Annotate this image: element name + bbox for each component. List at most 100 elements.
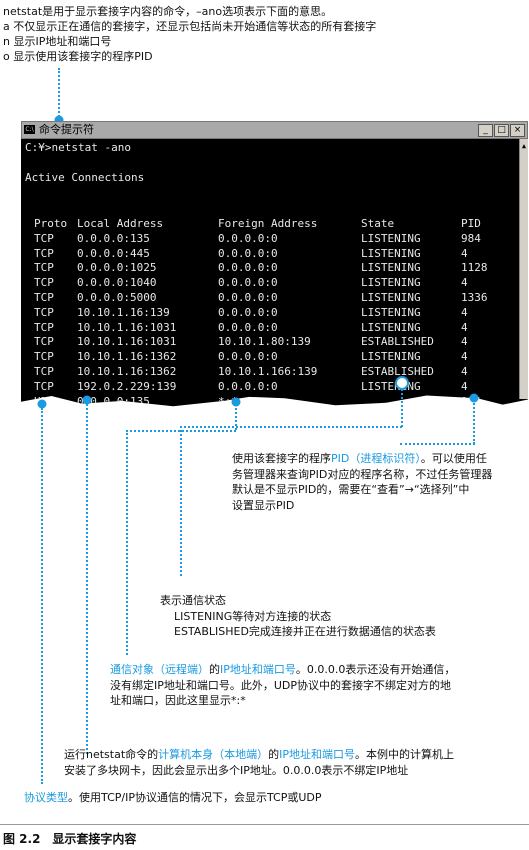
table-header-cell: PID	[461, 217, 481, 230]
scroll-up-arrow-icon[interactable]: ▲	[521, 142, 527, 150]
table-cell: 0.0.0.0:1040	[77, 276, 157, 290]
figure-caption: 图 2.2 显示套接字内容	[3, 832, 137, 846]
console-output: C:¥>netstat -ano Active Connections Prot…	[21, 139, 528, 408]
note-text: 址和端口，因此这里显示*:*	[110, 694, 246, 707]
proto-marker	[37, 399, 47, 409]
table-cell: 4	[461, 365, 468, 378]
table-cell: 0.0.0.0:0	[218, 350, 278, 364]
table-cell: 4	[461, 320, 468, 334]
table-cell: 984	[461, 231, 481, 245]
table-cell: LISTENING	[361, 246, 421, 260]
table-cell: LISTENING	[361, 379, 421, 393]
close-button[interactable]: ×	[510, 124, 525, 137]
table-cell: TCP	[34, 276, 54, 290]
table-cell: 0.0.0.0:0	[218, 305, 278, 319]
table-cell: 0.0.0.0:0	[218, 261, 278, 275]
window-titlebar[interactable]: C:\ 命令提示符 _ □ ×	[21, 121, 528, 139]
note-highlight: PID（进程标识符）	[331, 452, 421, 465]
note-text: 的	[268, 748, 280, 761]
table-cell: 0.0.0.0:0	[218, 379, 278, 393]
note-text: ESTABLISHED完成连接并正在进行数据通信的状态表	[174, 625, 436, 638]
foreign-leader	[126, 430, 236, 432]
table-cell: UDP	[34, 409, 54, 423]
note-text: 。可以使用任	[420, 452, 487, 465]
local-leader	[86, 404, 88, 754]
state-leader	[180, 426, 402, 428]
intro-line: netstat是用于显示套接字内容的命令，–ano选项表示下面的意思。	[3, 5, 333, 18]
note-text: 使用该套接字的程序	[232, 452, 331, 465]
table-cell: 4	[461, 305, 468, 319]
state-note: 表示通信状态 LISTENING等待对方连接的状态 ESTABLISHED完成连…	[160, 593, 436, 640]
console-window: C:\ 命令提示符 _ □ × C:¥>netstat -ano Active …	[21, 121, 528, 409]
table-cell: 10.10.1.80:139	[218, 335, 311, 349]
table-cell: 10.10.1.16:1031	[77, 335, 177, 349]
note-highlight: 协议类型	[24, 791, 68, 804]
note-text: 表示通信状态	[160, 594, 226, 607]
table-cell: 4	[461, 350, 468, 364]
table-cell: LISTENING	[361, 291, 421, 304]
note-text: LISTENING等待对方连接的状态	[174, 609, 332, 623]
intro-text: netstat是用于显示套接字内容的命令，–ano选项表示下面的意思。 a 不仅…	[3, 4, 376, 64]
table-cell: ESTABLISHED	[361, 335, 434, 349]
foreign-marker	[231, 397, 241, 407]
table-cell: TCP	[34, 350, 54, 364]
table-cell: 0.0.0.0:5000	[77, 291, 157, 304]
proto-leader	[41, 408, 43, 784]
table-header-cell: Foreign Address	[218, 217, 318, 230]
note-text: 安装了多块网卡，因此会显示出多个IP地址。0.0.0.0表示不绑定IP地址	[64, 763, 409, 777]
pid-marker	[469, 393, 479, 403]
table-cell: 0.0.0.	[77, 409, 117, 423]
pid-leader	[473, 400, 475, 444]
table-cell: LISTENING	[361, 320, 421, 334]
table-cell: 10.10.1.16:1362	[77, 365, 177, 378]
pid-leader	[400, 443, 475, 445]
table-cell: TCP	[34, 320, 54, 334]
table-cell: 0.0.0.0:135	[77, 394, 150, 408]
table-cell: 0.0.0.0:445	[77, 246, 150, 260]
table-cell: 0.0.0.0:0	[218, 291, 278, 304]
table-header-cell: Proto	[34, 217, 68, 230]
table-cell: 4	[461, 246, 468, 260]
foreign-note: 通信对象（远程端）的IP地址和端口号。0.0.0.0表示还没有开始通信， 没有绑…	[110, 662, 455, 709]
intro-connector-dot	[54, 115, 64, 125]
table-cell: ESTABLISHED	[361, 365, 434, 378]
table-cell: TCP	[34, 305, 54, 319]
caption-divider	[0, 824, 529, 825]
local-note: 运行netstat命令的计算机本身（本地端）的IP地址和端口号。本例中的计算机上…	[64, 747, 454, 778]
intro-line: a 不仅显示正在通信的套接字，还显示包括尚未开始通信等状态的所有套接字	[3, 20, 377, 33]
table-cell: 10.10.1.166:139	[218, 365, 318, 378]
note-text: 。本例中的计算机上	[355, 748, 455, 761]
minimize-button[interactable]: _	[478, 124, 493, 137]
table-cell: 4	[461, 379, 468, 393]
intro-line: o 显示使用该套接字的程序PID	[3, 50, 153, 63]
table-cell: 10.10.1.16:1362	[77, 350, 177, 364]
proto-note: 协议类型。使用TCP/IP协议通信的情况下，会显示TCP或UDP	[24, 790, 322, 806]
table-cell: 10.10.1.16:1031	[77, 320, 177, 334]
note-text: 运行netstat命令的	[64, 748, 159, 761]
table-header-cell: Local Address	[77, 217, 164, 230]
table-cell: 0.0.0.0:135	[77, 231, 150, 245]
note-highlight: 通信对象（远程端）	[110, 663, 209, 676]
table-cell: TCP	[34, 291, 54, 304]
scrollbar[interactable]: ▲	[519, 139, 528, 399]
state-leader	[180, 426, 182, 576]
foreign-leader	[126, 430, 128, 655]
table-cell: LISTENING	[361, 231, 421, 245]
table-cell: TCP	[34, 246, 54, 260]
note-text: 。0.0.0.0表示还没有开始通信，	[295, 663, 456, 676]
table-cell: TCP	[34, 335, 54, 349]
table-cell: TCP	[34, 231, 54, 245]
maximize-button[interactable]: □	[494, 124, 509, 137]
note-text: 设置显示PID	[232, 498, 295, 512]
table-cell: 10.10.1.16:139	[77, 305, 170, 319]
console-prompt: C:¥>netstat -ano	[25, 141, 131, 154]
intro-line: n 显示IP地址和端口号	[3, 35, 112, 48]
table-cell: 0.0.0.0:1025	[77, 261, 157, 275]
table-cell: 4	[461, 335, 468, 349]
table-cell: TCP	[34, 365, 54, 378]
intro-connector	[58, 68, 60, 120]
note-text: 。使用TCP/IP协议通信的情况下，会显示TCP或UDP	[68, 791, 322, 804]
note-text: 的	[209, 663, 220, 676]
table-cell: LISTENING	[361, 261, 421, 275]
note-text: 务管理器来查询PID对应的程序名称，不过任务管理器	[232, 467, 493, 481]
